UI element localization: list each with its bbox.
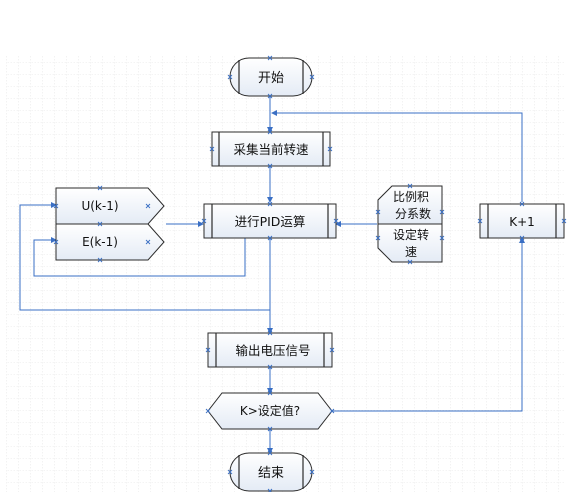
connection-point bbox=[375, 235, 381, 241]
set-speed-line1: 设定转 bbox=[393, 227, 429, 242]
connection-point bbox=[267, 93, 273, 99]
u-prev-shape bbox=[55, 187, 165, 225]
connection-point bbox=[267, 55, 273, 61]
connection-point bbox=[267, 330, 273, 336]
increment-label: K+1 bbox=[509, 215, 535, 229]
set-speed-shape bbox=[377, 223, 443, 263]
set-speed-line2: 速 bbox=[405, 245, 417, 259]
connection-point bbox=[329, 408, 335, 414]
connection-point bbox=[53, 239, 59, 245]
connection-point bbox=[267, 163, 273, 169]
connection-point bbox=[327, 146, 333, 152]
connection-point bbox=[439, 209, 445, 215]
connection-point bbox=[205, 408, 211, 414]
connection-point bbox=[309, 469, 315, 475]
parameters-input: 比例积 分系数 设定转 速 bbox=[377, 185, 443, 263]
sample-speed-process: 采集当前转速 bbox=[211, 131, 331, 167]
edge-increment-sample bbox=[271, 110, 523, 202]
connection-point bbox=[227, 74, 233, 80]
e-prev-shape bbox=[55, 223, 165, 261]
end-label: 结束 bbox=[258, 466, 284, 481]
connection-point bbox=[97, 185, 103, 191]
end-terminal: 结束 bbox=[229, 452, 313, 492]
connection-point bbox=[145, 239, 151, 245]
edge-pid-eprev bbox=[33, 236, 246, 277]
e-prev-label: E(k-1) bbox=[82, 235, 118, 249]
connection-point bbox=[309, 74, 315, 80]
connection-point bbox=[267, 235, 273, 241]
connection-point bbox=[97, 257, 103, 263]
connection-point bbox=[519, 235, 525, 241]
connection-point bbox=[561, 218, 567, 224]
previous-values-storage: U(k-1) E(k-1) bbox=[55, 187, 165, 261]
connection-point bbox=[53, 203, 59, 209]
connection-point bbox=[267, 426, 273, 432]
start-label: 开始 bbox=[258, 71, 284, 86]
connection-point bbox=[407, 183, 413, 189]
coefficients-line1: 比例积 bbox=[393, 190, 429, 204]
connection-point bbox=[145, 203, 151, 209]
connection-point bbox=[267, 364, 273, 370]
connection-point bbox=[329, 347, 335, 353]
connection-point bbox=[205, 347, 211, 353]
output-voltage-label: 输出电压信号 bbox=[235, 343, 310, 358]
connection-point bbox=[477, 218, 483, 224]
start-terminal: 开始 bbox=[229, 57, 313, 97]
connection-point bbox=[267, 201, 273, 207]
sample-speed-label: 采集当前转速 bbox=[233, 142, 309, 157]
connection-point bbox=[267, 450, 273, 456]
connection-point bbox=[209, 146, 215, 152]
edge-pid-uprev bbox=[19, 202, 270, 311]
pid-compute-process: 进行PID运算 bbox=[203, 203, 337, 239]
connection-point bbox=[97, 221, 103, 227]
connection-point bbox=[439, 235, 445, 241]
u-prev-label: U(k-1) bbox=[81, 199, 118, 213]
connection-point bbox=[407, 259, 413, 265]
connectors bbox=[19, 96, 525, 454]
connection-point bbox=[267, 129, 273, 135]
edge-compare-increment bbox=[331, 237, 525, 412]
pid-compute-label: 进行PID运算 bbox=[235, 214, 306, 229]
connection-point bbox=[267, 390, 273, 396]
connection-point bbox=[375, 209, 381, 215]
connection-point bbox=[227, 469, 233, 475]
connection-point bbox=[519, 201, 525, 207]
connection-point bbox=[333, 218, 339, 224]
output-voltage-process: 输出电压信号 bbox=[207, 332, 333, 368]
coefficients-line2: 分系数 bbox=[395, 206, 431, 221]
connection-point bbox=[201, 218, 207, 224]
increment-process: K+1 bbox=[479, 203, 565, 239]
compare-label: K>设定值? bbox=[240, 403, 300, 418]
compare-decision: K>设定值? bbox=[207, 392, 333, 430]
